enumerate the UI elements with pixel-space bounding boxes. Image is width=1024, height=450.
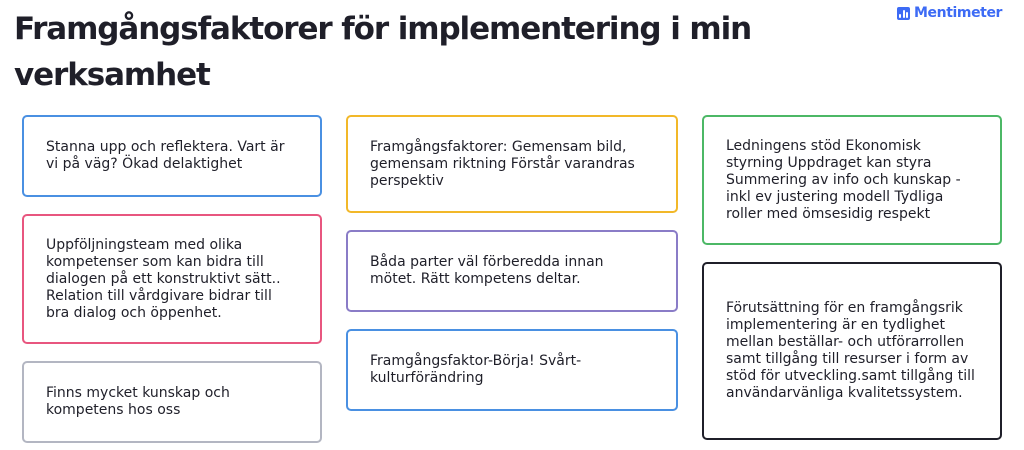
response-card: Förutsättning för en framgångsrik implem… [702, 262, 1002, 440]
response-card: Båda parter väl förberedda innan mötet. … [346, 230, 678, 312]
response-card: Stanna upp och reflektera. Vart är vi på… [22, 115, 322, 197]
response-text: Framgångsfaktorer: Gemensam bild, gemens… [370, 138, 635, 189]
response-card: Framgångsfaktor-Börja! Svårt-kulturförän… [346, 329, 678, 411]
response-text: Stanna upp och reflektera. Vart är vi på… [46, 139, 285, 172]
slide-title: Framgångsfaktorer för implementering i m… [14, 11, 752, 93]
mentimeter-logo: Mentimeter [897, 3, 1002, 23]
response-card: Uppföljningsteam med olika kompetenser s… [22, 214, 322, 344]
brand-name: Mentimeter [914, 5, 1003, 21]
response-text: Framgångsfaktor-Börja! Svårt-kulturförän… [370, 353, 582, 386]
bar-chart-icon [897, 6, 910, 20]
response-text: Båda parter väl förberedda innan mötet. … [370, 254, 604, 287]
response-text: Förutsättning för en framgångsrik implem… [726, 300, 975, 401]
response-card: Finns mycket kunskap och kompetens hos o… [22, 361, 322, 443]
response-card: Framgångsfaktorer: Gemensam bild, gemens… [346, 115, 678, 213]
response-card: Ledningens stöd Ekonomisk styrning Uppdr… [702, 115, 1002, 245]
response-text: Ledningens stöd Ekonomisk styrning Uppdr… [726, 137, 961, 222]
response-text: Finns mycket kunskap och kompetens hos o… [46, 385, 230, 418]
response-text: Uppföljningsteam med olika kompetenser s… [46, 236, 281, 321]
